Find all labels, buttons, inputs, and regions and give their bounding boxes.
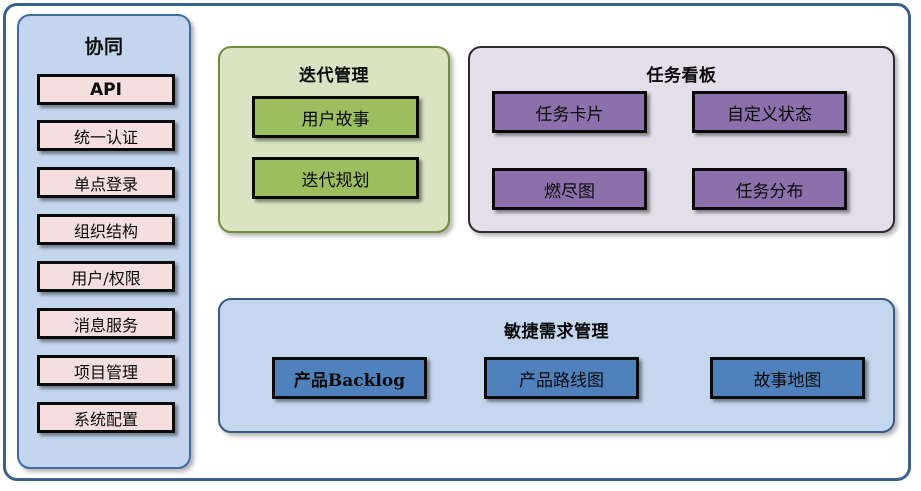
sidebar-item-project-management[interactable]: 项目管理 [37, 355, 175, 386]
iteration-item-user-story[interactable]: 用户故事 [252, 96, 419, 138]
panel-iteration-management[interactable]: 迭代管理 用户故事 迭代规划 [218, 46, 450, 233]
kanban-item-task-card[interactable]: 任务卡片 [492, 91, 647, 133]
kanban-item-burndown-chart[interactable]: 燃尽图 [492, 168, 647, 210]
kanban-item-task-distribution[interactable]: 任务分布 [692, 168, 847, 210]
panel-agile-requirements[interactable]: 敏捷需求管理 产品Backlog 产品路线图 故事地图 [218, 298, 895, 433]
agile-item-product-backlog[interactable]: 产品Backlog [272, 357, 427, 399]
sidebar-item-system-config[interactable]: 系统配置 [37, 402, 175, 433]
sidebar-item-user-permission[interactable]: 用户/权限 [37, 261, 175, 292]
sidebar-item-api[interactable]: API [37, 74, 175, 105]
sidebar-item-message-service[interactable]: 消息服务 [37, 308, 175, 339]
kanban-item-custom-status[interactable]: 自定义状态 [692, 91, 847, 133]
agile-item-story-map[interactable]: 故事地图 [710, 357, 865, 399]
sidebar-item-org-structure[interactable]: 组织结构 [37, 214, 175, 245]
sidebar-item-sso[interactable]: 单点登录 [37, 167, 175, 198]
agile-item-product-roadmap[interactable]: 产品路线图 [484, 357, 639, 399]
panel-task-kanban[interactable]: 任务看板 任务卡片 自定义状态 燃尽图 任务分布 [468, 46, 895, 233]
panel-collaboration[interactable]: 协同 API 统一认证 单点登录 组织结构 用户/权限 消息服务 项目管理 系统… [17, 14, 191, 469]
panel-iteration-management-title: 迭代管理 [299, 66, 369, 86]
panel-task-kanban-title: 任务看板 [646, 66, 717, 86]
panel-collaboration-title: 协同 [84, 36, 124, 58]
sidebar-item-unified-auth[interactable]: 统一认证 [37, 120, 175, 151]
panel-agile-requirements-title: 敏捷需求管理 [504, 322, 609, 342]
iteration-item-iteration-planning[interactable]: 迭代规划 [252, 157, 419, 199]
